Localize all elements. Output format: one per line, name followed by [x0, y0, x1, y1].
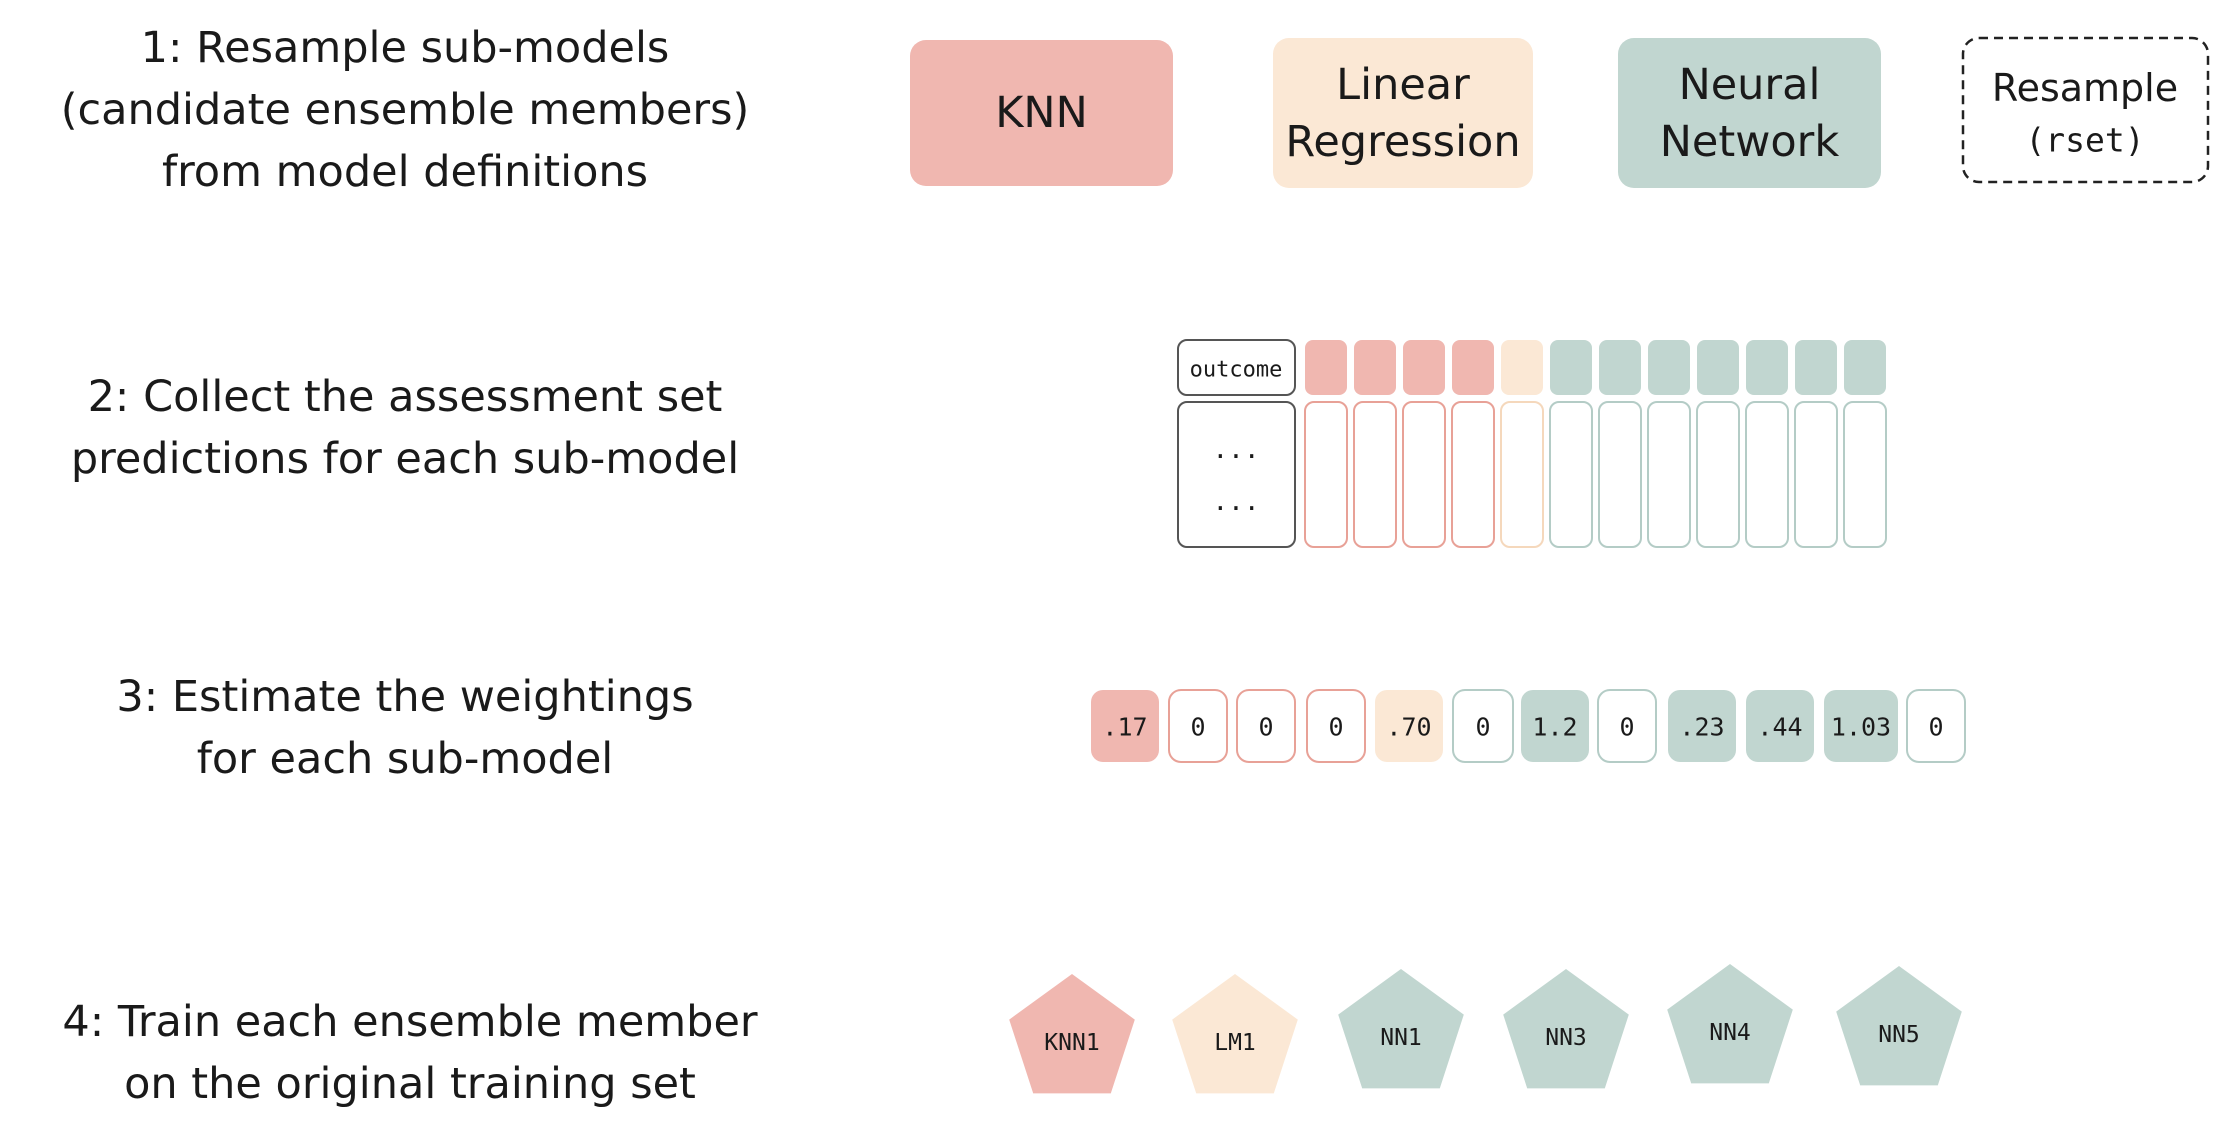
member-label: KNN1 [1044, 1030, 1099, 1056]
prediction-column [1794, 401, 1838, 548]
prediction-column-header [1795, 340, 1837, 395]
prediction-table: outcome...... [1177, 339, 1887, 548]
weight-value: 1.03 [1831, 713, 1891, 742]
weight-cell [1375, 690, 1443, 762]
prediction-column [1353, 401, 1397, 548]
weight-value: .23 [1679, 713, 1724, 742]
model-label: KNN [995, 88, 1088, 138]
step-2-line: predictions for each sub-model [71, 434, 739, 484]
step-2-line: 2: Collect the assessment set [88, 372, 723, 422]
prediction-column [1696, 401, 1740, 548]
member-label: NN5 [1878, 1022, 1920, 1048]
step-1-line: from model definitions [162, 147, 648, 197]
weight-cell [1597, 689, 1657, 763]
member-pentagon-nn [1667, 964, 1793, 1084]
member-pentagon-nn [1338, 969, 1464, 1089]
prediction-column-header [1354, 340, 1396, 395]
model-box-nn [1618, 38, 1881, 188]
member-pentagon-linear [1172, 974, 1298, 1094]
model-label: Regression [1285, 117, 1520, 167]
prediction-column [1304, 401, 1348, 548]
weight-value: .17 [1102, 713, 1147, 742]
prediction-column-header [1305, 340, 1347, 395]
member-label: NN1 [1380, 1025, 1422, 1051]
step-4-line: 4: Train each ensemble member [62, 997, 758, 1047]
outcome-label: outcome [1190, 358, 1283, 383]
model-label: Network [1660, 117, 1840, 167]
weight-cell [1168, 689, 1228, 763]
member-pentagon-nn [1503, 969, 1629, 1089]
resample-box [1961, 36, 2210, 184]
prediction-column [1745, 401, 1789, 548]
weight-value: 0 [1328, 713, 1343, 742]
weight-cell [1236, 689, 1296, 763]
prediction-column [1451, 401, 1495, 548]
weight-value: 0 [1190, 713, 1205, 742]
prediction-column [1647, 401, 1691, 548]
weight-cell [1306, 689, 1366, 763]
weight-value: 1.2 [1532, 713, 1577, 742]
prediction-column-header [1648, 340, 1690, 395]
prediction-column [1500, 401, 1544, 548]
weight-cell [1452, 689, 1514, 763]
prediction-column-header [1746, 340, 1788, 395]
member-label: NN3 [1545, 1025, 1587, 1051]
member-label: LM1 [1214, 1030, 1256, 1056]
weight-cell [1091, 690, 1159, 762]
prediction-column-header [1550, 340, 1592, 395]
prediction-column-header [1403, 340, 1445, 395]
weight-cell [1746, 690, 1814, 762]
member-pentagon-knn [1009, 974, 1135, 1094]
prediction-column-header [1501, 340, 1543, 395]
weight-value: .70 [1386, 713, 1431, 742]
prediction-column [1549, 401, 1593, 548]
outcome-header [1177, 339, 1296, 396]
prediction-column [1598, 401, 1642, 548]
step-3-line: for each sub-model [197, 734, 614, 784]
resample-label: Resample [1992, 66, 2178, 110]
prediction-column-header [1452, 340, 1494, 395]
prediction-column-header [1697, 340, 1739, 395]
model-label: Linear [1336, 60, 1470, 110]
step-4-line: on the original training set [124, 1059, 696, 1109]
resample-rset-label: (rset) [2025, 121, 2144, 160]
outcome-column [1177, 401, 1296, 548]
step-1-line: 1: Resample sub-models [141, 23, 670, 73]
prediction-column [1843, 401, 1887, 548]
prediction-column [1402, 401, 1446, 548]
ellipsis: ... [1213, 487, 1260, 517]
ensemble-members: KNN1 LM1 NN1 NN3 NN4 NN5 [1009, 964, 1962, 1094]
step-3-line: 3: Estimate the weightings [116, 672, 693, 722]
weight-value: 0 [1928, 713, 1943, 742]
weight-cell [1521, 690, 1589, 762]
member-pentagon-nn [1836, 966, 1962, 1086]
model-box-linear [1273, 38, 1533, 188]
ellipsis: ... [1213, 435, 1260, 465]
step-1-line: (candidate ensemble members) [61, 85, 750, 135]
weight-row: .17 0 0 0 .70 0 1.2 0 .23 .44 1.03 0 [1091, 689, 1966, 763]
weight-cell [1668, 690, 1736, 762]
step-descriptions: 1: Resample sub-models (candidate ensembl… [61, 23, 758, 1109]
weight-cell [1906, 689, 1966, 763]
model-box-knn [910, 40, 1173, 186]
weight-cell [1824, 690, 1898, 762]
weight-value: .44 [1757, 713, 1802, 742]
weight-value: 0 [1475, 713, 1490, 742]
model-label: Neural [1679, 60, 1821, 110]
prediction-column-header [1599, 340, 1641, 395]
prediction-column-header [1844, 340, 1886, 395]
member-label: NN4 [1709, 1020, 1751, 1046]
weight-value: 0 [1258, 713, 1273, 742]
weight-value: 0 [1619, 713, 1634, 742]
